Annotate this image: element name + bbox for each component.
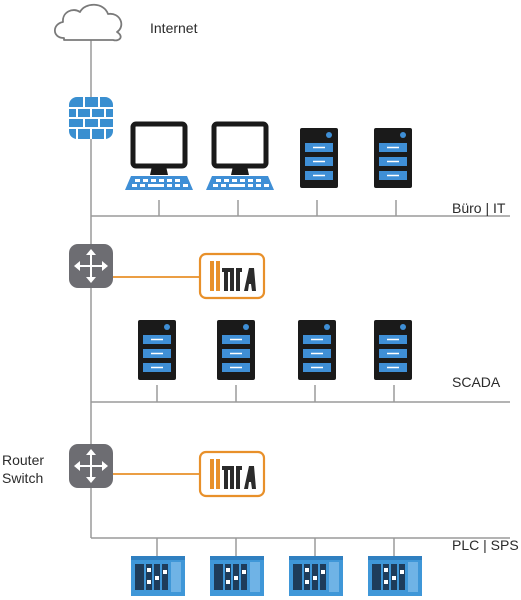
workstation-icon bbox=[125, 121, 193, 190]
scada-label: SCADA bbox=[452, 374, 501, 390]
scada-drop-lines bbox=[156, 385, 395, 402]
router-switch-icon bbox=[69, 444, 113, 488]
workstation-icon bbox=[206, 121, 274, 190]
server-icon bbox=[138, 320, 176, 380]
office-drop-lines bbox=[158, 200, 397, 216]
firewall-icon bbox=[69, 97, 113, 139]
plc-icon bbox=[210, 556, 264, 596]
plc-icon bbox=[368, 556, 422, 596]
ima-device-icon bbox=[198, 252, 266, 300]
router-label: Router bbox=[2, 452, 45, 468]
plc-icon bbox=[131, 556, 185, 596]
server-icon bbox=[217, 320, 255, 380]
plc-icon bbox=[289, 556, 343, 596]
server-icon bbox=[300, 128, 338, 188]
server-icon bbox=[374, 128, 412, 188]
server-icon bbox=[374, 320, 412, 380]
office-it-label: Büro | IT bbox=[452, 200, 506, 216]
plc-drop-lines bbox=[156, 538, 395, 556]
server-icon bbox=[298, 320, 336, 380]
internet-label: Internet bbox=[150, 20, 198, 36]
switch-label: Switch bbox=[2, 470, 44, 486]
plc-label: PLC | SPS bbox=[452, 537, 519, 553]
router-switch-icon bbox=[69, 244, 113, 288]
ima-device-icon bbox=[198, 450, 266, 498]
cloud-icon bbox=[53, 3, 123, 42]
